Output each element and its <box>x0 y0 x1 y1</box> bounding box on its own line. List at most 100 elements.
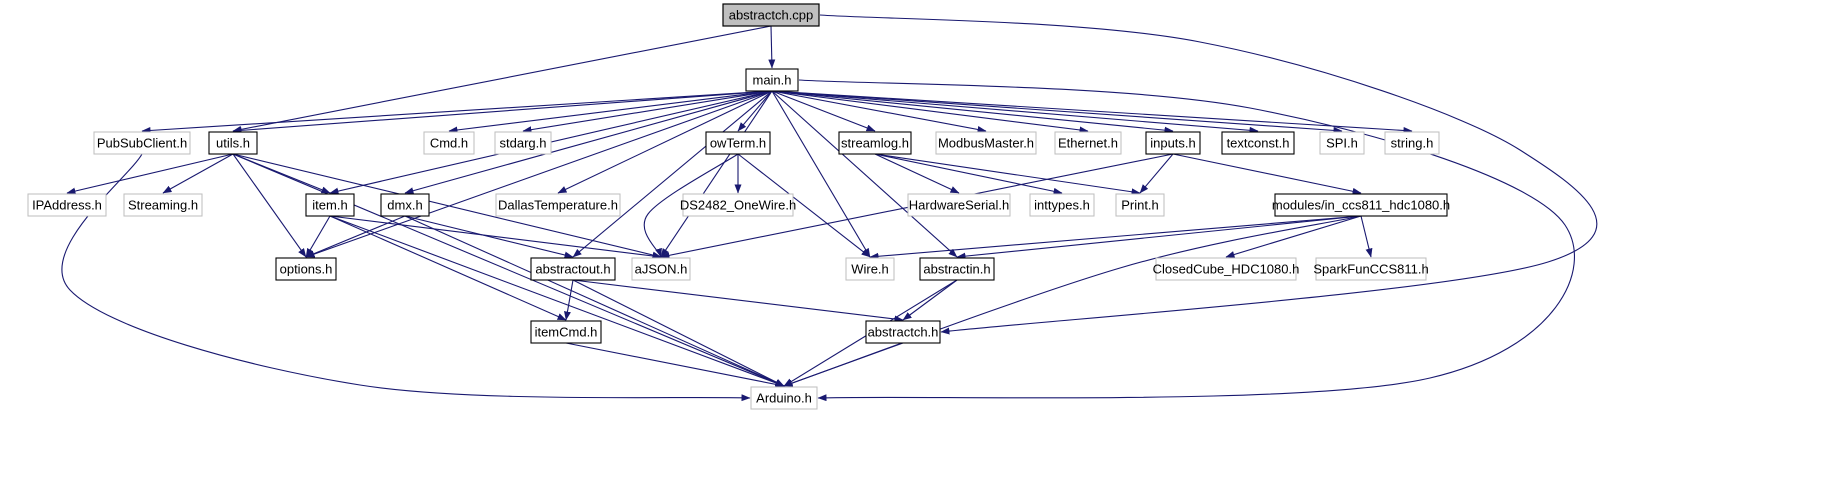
graph-node-stdarg.h[interactable]: stdarg.h <box>494 131 552 155</box>
graph-node-DS2482_OneWire.h[interactable]: DS2482_OneWire.h <box>680 193 796 217</box>
graph-node-PubSubClient.h[interactable]: PubSubClient.h <box>93 131 191 155</box>
graph-node-label: Print.h <box>1121 198 1159 213</box>
graph-node-box[interactable] <box>682 193 794 217</box>
graph-node-label: inttypes.h <box>1034 198 1090 213</box>
graph-node-label: owTerm.h <box>710 136 766 151</box>
graph-node-box[interactable] <box>275 257 337 281</box>
graph-node-abstractin.h[interactable]: abstractin.h <box>919 257 995 281</box>
edge-PubSubClient.h-to-Arduino.h <box>61 153 751 402</box>
graph-node-box[interactable] <box>494 131 552 155</box>
graph-node-box[interactable] <box>1155 257 1297 281</box>
graph-node-box[interactable] <box>1274 193 1448 217</box>
edge-abstractout.h-to-abstractch.h <box>572 279 904 323</box>
graph-node-utils.h[interactable]: utils.h <box>208 131 258 155</box>
edge-abstractch.cpp-to-utils.h <box>232 25 772 133</box>
graph-node-label: dmx.h <box>387 198 422 213</box>
graph-node-label: abstractin.h <box>923 262 990 277</box>
graph-node-Streaming.h[interactable]: Streaming.h <box>123 193 203 217</box>
graph-node-box[interactable] <box>865 320 941 344</box>
graph-node-box[interactable] <box>838 131 912 155</box>
graph-node-dmx.h[interactable]: dmx.h <box>380 193 430 217</box>
graph-node-box[interactable] <box>705 131 771 155</box>
graph-node-label: textconst.h <box>1227 136 1290 151</box>
graph-node-label: Wire.h <box>851 262 889 277</box>
graph-node-ClosedCube_HDC1080.h[interactable]: ClosedCube_HDC1080.h <box>1153 257 1300 281</box>
edge-main.h-to-abstractin.h <box>771 90 958 258</box>
graph-node-itemCmd.h[interactable]: itemCmd.h <box>530 320 602 344</box>
edge-utils.h-to-options.h <box>232 153 307 258</box>
graph-node-box[interactable] <box>208 131 258 155</box>
graph-node-box[interactable] <box>1384 131 1440 155</box>
graph-node-modules/in_ccs811_hdc1080.h[interactable]: modules/in_ccs811_hdc1080.h <box>1272 193 1450 217</box>
graph-node-label: inputs.h <box>1150 136 1196 151</box>
graph-node-box[interactable] <box>423 131 475 155</box>
graph-node-inputs.h[interactable]: inputs.h <box>1145 131 1201 155</box>
edge-utils.h-to-Streaming.h <box>162 153 234 194</box>
graph-node-SPI.h[interactable]: SPI.h <box>1319 131 1365 155</box>
edge-owTerm.h-to-aJSON.h <box>643 153 739 258</box>
graph-node-string.h[interactable]: string.h <box>1384 131 1440 155</box>
graph-node-box[interactable] <box>1029 193 1095 217</box>
graph-node-inttypes.h[interactable]: inttypes.h <box>1029 193 1095 217</box>
graph-node-box[interactable] <box>123 193 203 217</box>
graph-node-textconst.h[interactable]: textconst.h <box>1221 131 1295 155</box>
graph-node-box[interactable] <box>745 68 799 92</box>
graph-node-Arduino.h[interactable]: Arduino.h <box>750 386 818 410</box>
graph-node-label: abstractch.cpp <box>729 8 814 23</box>
graph-node-abstractout.h[interactable]: abstractout.h <box>530 257 616 281</box>
graph-node-box[interactable] <box>1054 131 1122 155</box>
graph-node-box[interactable] <box>93 131 191 155</box>
edge-main.h-to-ModbusMaster.h <box>771 90 987 133</box>
graph-node-abstractch.cpp: abstractch.cpp <box>722 3 820 27</box>
graph-node-box[interactable] <box>27 193 107 217</box>
edge-utils.h-to-aJSON.h <box>232 153 662 259</box>
graph-node-label: stdarg.h <box>500 136 547 151</box>
graph-node-box[interactable] <box>1315 257 1427 281</box>
graph-node-box[interactable] <box>1115 193 1165 217</box>
graph-node-label: streamlog.h <box>841 136 909 151</box>
graph-node-label: options.h <box>280 262 333 277</box>
graph-node-HardwareSerial.h[interactable]: HardwareSerial.h <box>907 193 1011 217</box>
graph-node-box[interactable] <box>1221 131 1295 155</box>
graph-node-box[interactable] <box>631 257 691 281</box>
graph-node-box[interactable] <box>935 131 1037 155</box>
graph-node-aJSON.h[interactable]: aJSON.h <box>631 257 691 281</box>
edge-main.h-to-Cmd.h <box>448 90 773 134</box>
graph-node-box[interactable] <box>380 193 430 217</box>
edge-item.h-to-itemCmd.h <box>329 215 567 321</box>
edge-itemCmd.h-to-Arduino.h <box>565 342 785 388</box>
graph-node-DallasTemperature.h[interactable]: DallasTemperature.h <box>495 193 621 217</box>
graph-node-label: PubSubClient.h <box>97 136 187 151</box>
graph-node-Cmd.h[interactable]: Cmd.h <box>423 131 475 155</box>
edge-main.h-to-dmx.h <box>404 90 773 195</box>
graph-node-label: IPAddress.h <box>32 198 102 213</box>
edge-main.h-to-Arduino.h <box>798 79 1575 402</box>
graph-node-box[interactable] <box>1145 131 1201 155</box>
graph-node-SparkFunCCS811.h[interactable]: SparkFunCCS811.h <box>1313 257 1429 281</box>
graph-node-box[interactable] <box>919 257 995 281</box>
graph-node-IPAddress.h[interactable]: IPAddress.h <box>27 193 107 217</box>
graph-node-box[interactable] <box>907 193 1011 217</box>
graph-node-item.h[interactable]: item.h <box>305 193 355 217</box>
graph-node-Ethernet.h[interactable]: Ethernet.h <box>1054 131 1122 155</box>
graph-node-options.h[interactable]: options.h <box>275 257 337 281</box>
graph-node-abstractch.h[interactable]: abstractch.h <box>865 320 941 344</box>
graph-node-box[interactable] <box>530 320 602 344</box>
edge-modules/in_ccs811_hdc1080.h-to-abstractin.h <box>956 215 1362 260</box>
graph-node-Wire.h[interactable]: Wire.h <box>845 257 895 281</box>
graph-node-label: SPI.h <box>1326 136 1358 151</box>
graph-node-box[interactable] <box>1319 131 1365 155</box>
graph-node-box[interactable] <box>845 257 895 281</box>
graph-node-ModbusMaster.h[interactable]: ModbusMaster.h <box>935 131 1037 155</box>
graph-node-streamlog.h[interactable]: streamlog.h <box>838 131 912 155</box>
edge-item.h-to-options.h <box>305 215 331 258</box>
graph-node-box[interactable] <box>530 257 616 281</box>
graph-node-Print.h[interactable]: Print.h <box>1115 193 1165 217</box>
graph-node-box[interactable] <box>495 193 621 217</box>
graph-node-owTerm.h[interactable]: owTerm.h <box>705 131 771 155</box>
graph-node-label: abstractout.h <box>535 262 610 277</box>
graph-node-main.h[interactable]: main.h <box>745 68 799 92</box>
graph-node-box[interactable] <box>305 193 355 217</box>
graph-node-box[interactable] <box>750 386 818 410</box>
